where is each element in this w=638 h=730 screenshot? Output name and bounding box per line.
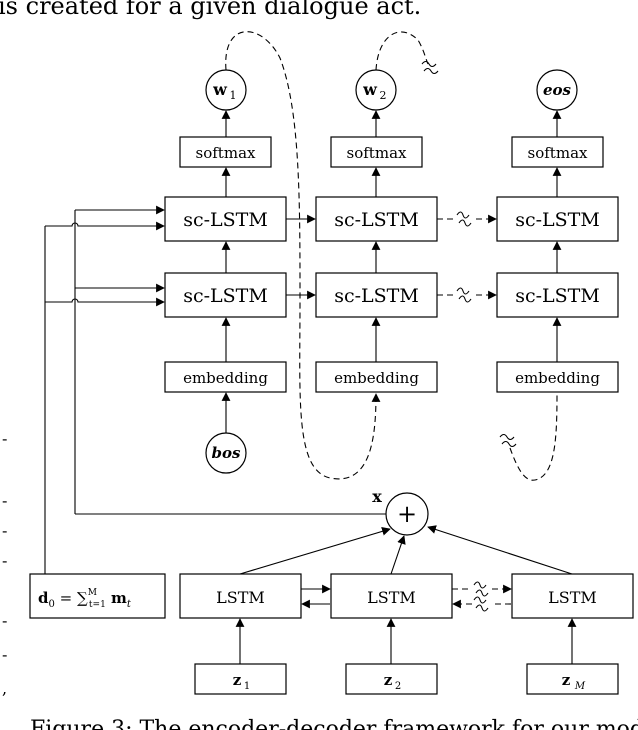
input-z1-box: z 1: [194, 663, 287, 695]
svg-text:embedding: embedding: [334, 369, 419, 387]
combine-node: +: [385, 492, 429, 536]
bos-node: bos: [205, 432, 247, 474]
svg-text:LSTM: LSTM: [548, 588, 597, 607]
svg-text:softmax: softmax: [196, 144, 256, 162]
encoder-arrows: [235, 525, 577, 664]
margin-mark: -: [2, 429, 7, 448]
svg-text:z: z: [233, 671, 242, 689]
svg-text:z: z: [384, 671, 393, 689]
sc-lstm-top-2: sc-LSTM: [315, 196, 438, 242]
svg-text:embedding: embedding: [183, 369, 268, 387]
softmax-box-3: softmax: [511, 136, 604, 168]
margin-mark: -: [2, 551, 7, 570]
output-w1-node: w 1: [205, 69, 247, 111]
svg-text:embedding: embedding: [515, 369, 600, 387]
softmax-box-2: softmax: [330, 136, 423, 168]
svg-text:M: M: [574, 681, 586, 692]
input-zM-box: z M: [526, 663, 619, 695]
header-text: is created for a given dialogue act.: [0, 0, 421, 20]
svg-text:bos: bos: [212, 444, 241, 462]
margin-mark: -: [2, 521, 7, 540]
svg-text:d0 = ∑Mt=1 mt: d0 = ∑Mt=1 mt: [38, 588, 132, 610]
decoder-vertical-arrows: [221, 110, 562, 433]
svg-text:2: 2: [380, 89, 387, 102]
svg-text:LSTM: LSTM: [216, 588, 265, 607]
margin-mark: -: [2, 645, 7, 664]
svg-text:2: 2: [395, 681, 401, 692]
svg-text:z: z: [562, 671, 571, 689]
svg-text:sc-LSTM: sc-LSTM: [515, 285, 600, 307]
embedding-box-2: embedding: [315, 361, 438, 393]
svg-text:sc-LSTM: sc-LSTM: [515, 209, 600, 231]
svg-text:w: w: [212, 80, 228, 99]
encoder-lstm-3: LSTM: [511, 573, 634, 619]
margin-mark: ,: [2, 679, 7, 698]
combine-label-x: x: [372, 487, 382, 506]
svg-text:sc-LSTM: sc-LSTM: [183, 209, 268, 231]
svg-text:softmax: softmax: [347, 144, 407, 162]
svg-text:LSTM: LSTM: [367, 588, 416, 607]
sc-lstm-top-3: sc-LSTM: [496, 196, 619, 242]
margin-mark: -: [2, 611, 7, 630]
feedback-curves: [225, 31, 558, 481]
decoder-horizontal-arrows: [286, 211, 497, 303]
margin-mark: -: [2, 491, 7, 510]
svg-text:1: 1: [244, 681, 250, 692]
svg-text:1: 1: [230, 89, 237, 102]
svg-text:softmax: softmax: [528, 144, 588, 162]
output-eos-node: eos: [536, 69, 578, 111]
svg-text:eos: eos: [543, 81, 572, 99]
svg-text:+: +: [397, 500, 417, 528]
conditioning-lines: [44, 205, 386, 574]
svg-text:sc-LSTM: sc-LSTM: [183, 285, 268, 307]
encoder-lstm-2: LSTM: [330, 573, 453, 619]
sc-lstm-top-1: sc-LSTM: [164, 196, 287, 242]
sc-lstm-bottom-3: sc-LSTM: [496, 272, 619, 318]
sc-lstm-bottom-1: sc-LSTM: [164, 272, 287, 318]
svg-text:w: w: [362, 80, 378, 99]
svg-text:sc-LSTM: sc-LSTM: [334, 285, 419, 307]
embedding-box-3: embedding: [496, 361, 619, 393]
output-w2-node: w 2: [355, 69, 397, 111]
encoder-lstm-1: LSTM: [179, 573, 302, 619]
sc-lstm-bottom-2: sc-LSTM: [315, 272, 438, 318]
figure-caption: Figure 3: The encoder-decoder framework …: [30, 717, 638, 730]
softmax-box-1: softmax: [179, 136, 272, 168]
embedding-box-1: embedding: [164, 361, 287, 393]
input-z2-box: z 2: [345, 663, 438, 695]
svg-text:sc-LSTM: sc-LSTM: [334, 209, 419, 231]
